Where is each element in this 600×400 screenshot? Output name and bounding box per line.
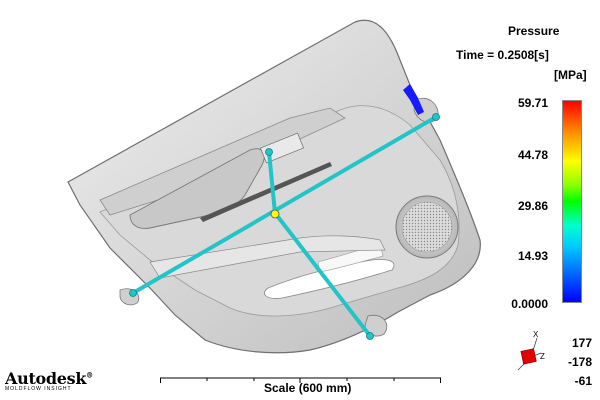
gate-left bbox=[129, 289, 137, 297]
runner-gates bbox=[129, 113, 440, 340]
legend-tick: 44.78 bbox=[517, 148, 548, 162]
orientation-triad[interactable] bbox=[517, 337, 542, 371]
color-scale-bar bbox=[562, 100, 582, 303]
brand-registered-mark: ® bbox=[86, 370, 93, 380]
injection-point bbox=[270, 209, 280, 219]
rotation-x-value: 177 bbox=[571, 336, 592, 350]
product-name: MOLDFLOW INSIGHT bbox=[5, 386, 72, 392]
legend-tick-max: 59.71 bbox=[517, 96, 548, 110]
axis-x-label: X bbox=[533, 330, 539, 339]
legend-time: Time = 0.2508[s] bbox=[456, 48, 549, 62]
gate-top bbox=[265, 148, 273, 156]
legend-tick: 14.93 bbox=[517, 249, 548, 263]
gate-right bbox=[432, 113, 440, 121]
scale-bar bbox=[160, 377, 441, 383]
runner-system bbox=[131, 115, 438, 338]
rotation-y-value: -178 bbox=[567, 355, 592, 369]
axis-z-label: Z bbox=[540, 352, 545, 361]
legend-unit: [MPa] bbox=[554, 68, 587, 82]
legend-tick-min: 0.0000 bbox=[511, 297, 548, 311]
legend-tick: 29.86 bbox=[517, 199, 548, 213]
autodesk-logo: Autodesk® bbox=[5, 369, 93, 388]
gate-bottom bbox=[366, 332, 374, 340]
rotation-z-value: -61 bbox=[574, 374, 592, 388]
legend-title: Pressure bbox=[508, 24, 560, 38]
high-pressure-region bbox=[403, 84, 424, 115]
scale-label: Scale (600 mm) bbox=[264, 381, 352, 395]
brand-name: Autodesk bbox=[5, 369, 87, 388]
